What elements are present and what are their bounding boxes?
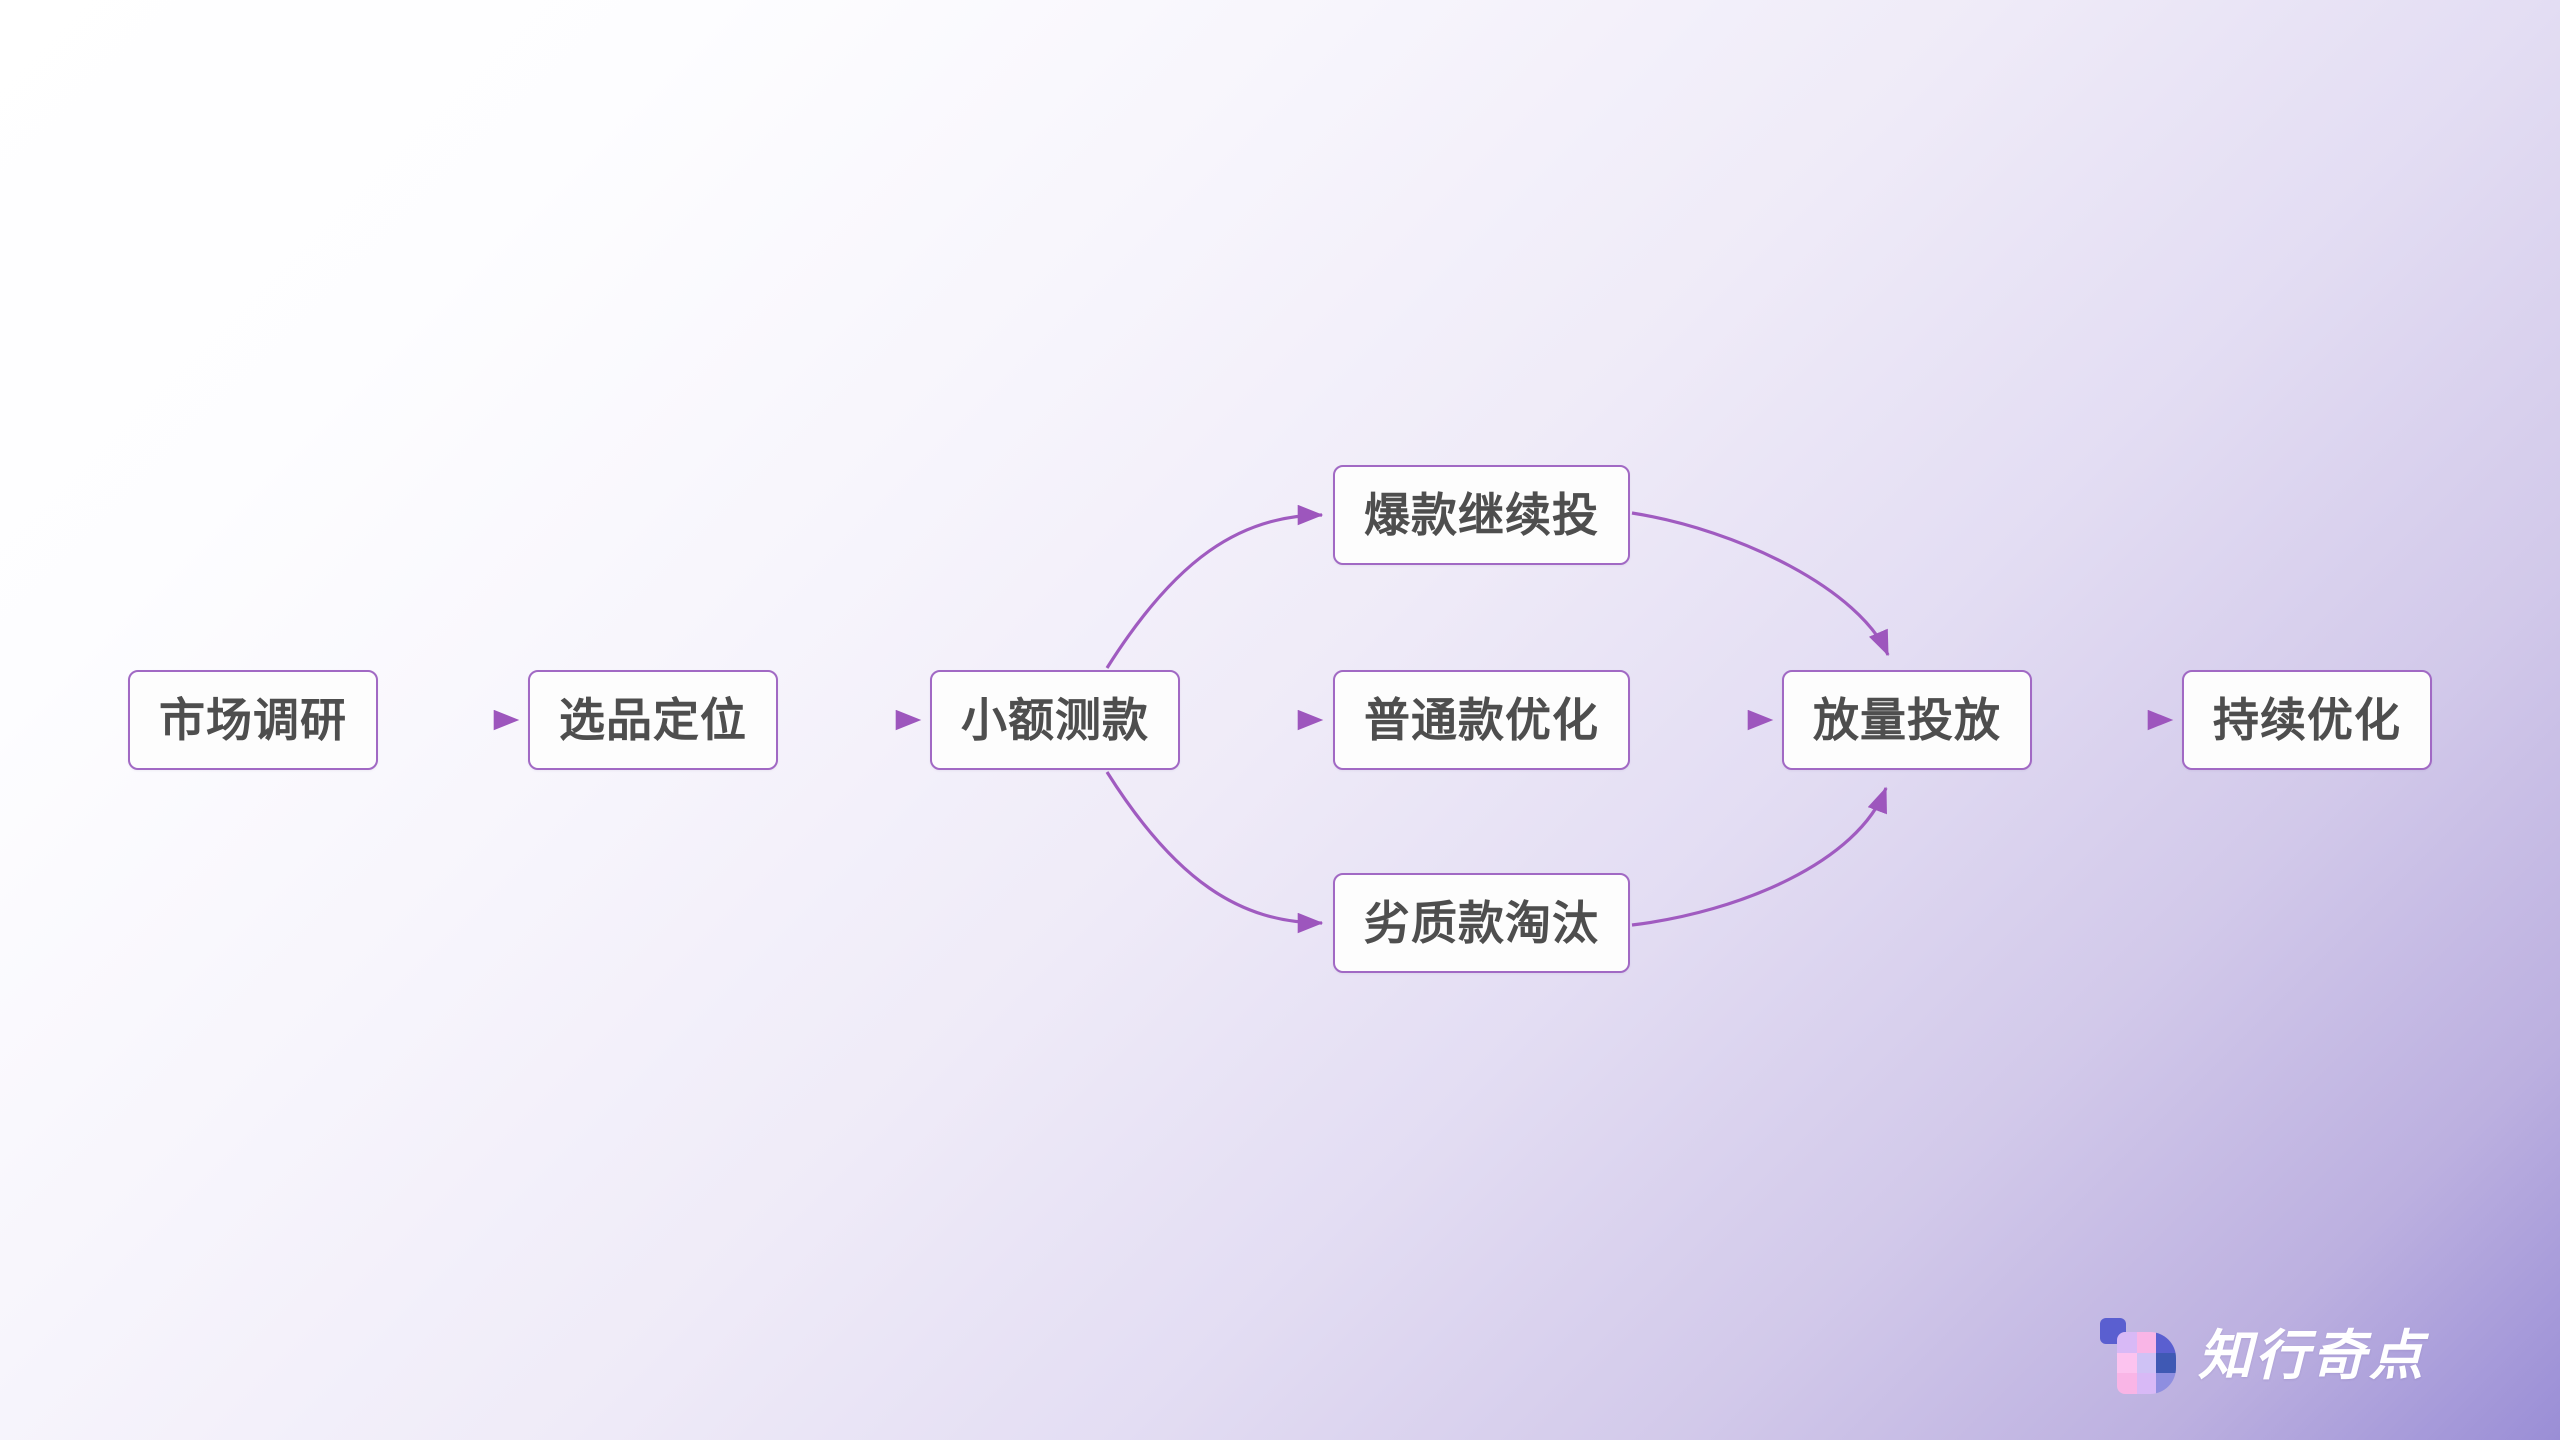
logo-cell (2136, 1332, 2157, 1353)
logo-cell (2117, 1352, 2137, 1374)
flow-node-label: 小额测款 (961, 694, 1149, 746)
logo-cell (2156, 1352, 2176, 1374)
flow-node-liezhikuan-taotai[interactable]: 劣质款淘汰 (1333, 873, 1630, 973)
flow-node-chixu-youhua[interactable]: 持续优化 (2182, 670, 2432, 770)
brand-name-text: 知行奇点 (2198, 1326, 2426, 1386)
edge-xiaoe-to-liezhi (1105, 771, 1324, 934)
flow-node-label: 爆款继续投 (1364, 489, 1599, 541)
flow-node-fangliang-toufang[interactable]: 放量投放 (1782, 670, 2032, 770)
flow-node-putongkuan-youhua[interactable]: 普通款优化 (1333, 670, 1630, 770)
flow-node-label: 普通款优化 (1364, 694, 1599, 746)
flow-node-label: 市场调研 (159, 694, 347, 746)
flow-node-xuanpin-dingwei[interactable]: 选品定位 (528, 670, 778, 770)
logo-cell (2117, 1373, 2137, 1394)
flow-node-label: 劣质款淘汰 (1364, 897, 1599, 949)
logo-cell (2136, 1352, 2157, 1374)
logo-cell (2117, 1332, 2137, 1353)
logo-cell (2136, 1373, 2157, 1394)
brand-watermark: 知行奇点 (2100, 1318, 2426, 1394)
flow-node-baokuan-jixutou[interactable]: 爆款继续投 (1333, 465, 1630, 565)
logo-cell (2156, 1373, 2176, 1394)
edge-xiaoe-to-baokuan (1105, 504, 1324, 669)
flow-node-xiaoe-cekuan[interactable]: 小额测款 (930, 670, 1180, 770)
flow-node-label: 选品定位 (559, 694, 747, 746)
logo-cell (2156, 1332, 2176, 1353)
flow-node-label: 持续优化 (2213, 694, 2401, 746)
brand-logo-icon (2100, 1318, 2176, 1394)
edge-baokuan-to-fangliang (1631, 511, 1890, 657)
flow-node-shichang-diaoyan[interactable]: 市场调研 (128, 670, 378, 770)
edge-liezhi-to-fangliang (1631, 786, 1888, 927)
logo-checker-body (2117, 1332, 2176, 1394)
flow-node-label: 放量投放 (1813, 694, 2001, 746)
